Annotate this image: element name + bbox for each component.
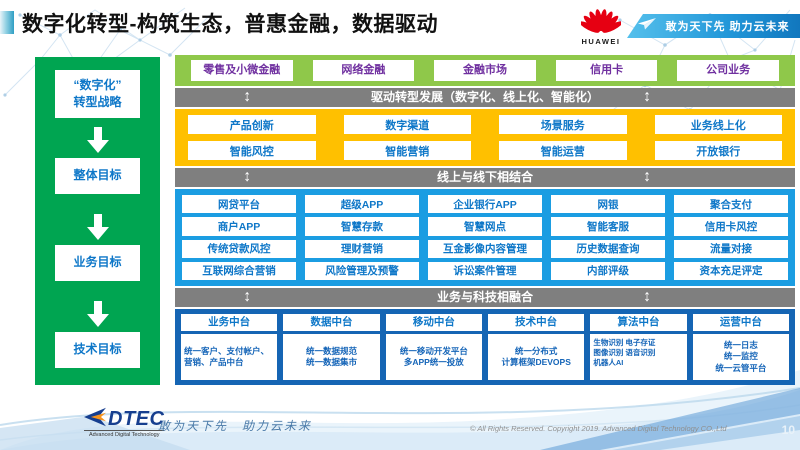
platform-box: 理财营销 [305,239,419,258]
middle-platform-title: 业务中台 [181,314,278,331]
platform-box: 信用卡风控 [674,217,788,236]
capability-box: 智能营销 [343,141,471,160]
middle-platform-column: 业务中台 统一客户、支付帐户、营销、产品中台 [181,314,278,380]
platform-box: 超级APP [305,195,419,214]
copyright-text: © All Rights Reserved. Copyright 2019. A… [470,424,727,433]
strategy-box-business-goal: 业务目标 [55,245,140,281]
strategy-box-tech-goal: 技术目标 [55,332,140,368]
platform-box: 风险管理及预警 [305,261,419,280]
business-line-box: 网络金融 [312,60,415,81]
middle-platform-detail: 生物识别 电子存证 图像识别 语音识别 机器人AI [590,334,687,380]
dtec-arrow-icon [84,407,106,432]
strategy-box-overall-goal: 整体目标 [55,158,140,194]
banner-slogan-text: 敢为天下先 助力云未来 [665,21,790,33]
middle-platform-title: 移动中台 [385,314,482,331]
platform-box: 企业银行APP [428,195,542,214]
platform-box: 智能客服 [551,217,665,236]
band-online-offline-label: 线上与线下相结合 [436,170,533,184]
dtec-subtitle: Advanced Digital Technology [84,430,165,438]
business-line-box: 公司业务 [677,60,779,81]
business-line-box: 信用卡 [555,60,658,81]
middle-platform-column: 运营中台 统一日志 统一监控 统一云管平台 [692,314,789,380]
middle-platform-title: 算法中台 [590,314,687,331]
platform-box: 智慧网点 [428,217,542,236]
middle-platform-column: 移动中台 统一移动开发平台 多APP统一投放 [385,314,482,380]
dtec-wordmark: DTEC [108,408,165,430]
business-line-box: 金融市场 [434,60,536,81]
capability-box: 智能风控 [188,141,316,160]
platform-box: 流量对接 [674,239,788,258]
middle-platform-column: 技术中台 统一分布式 计算框架DEVOPS [488,314,585,380]
strategy-box-digital: “数字化” 转型战略 [55,70,140,118]
platforms-section: 网贷平台 超级APP 企业银行APP 网银 聚合支付 商户APP 智慧存款 智慧… [175,189,795,286]
middle-platform-column: 算法中台 生物识别 电子存证 图像识别 语音识别 机器人AI [590,314,687,380]
huawei-wordmark: HUAWEI [581,37,621,46]
platform-box: 智慧存款 [305,217,419,236]
footer-slogan: 敢为天下先 助力云未来 [158,419,313,433]
platform-box: 资本充足评定 [674,261,788,280]
title-accent-bar [0,11,14,34]
capability-box: 数字渠道 [343,115,471,134]
business-lines-band: 零售及小微金融 网络金融 金融市场 信用卡 公司业务 [175,55,795,86]
platform-box: 传统贷款风控 [182,239,296,258]
platform-box: 诉讼案件管理 [428,261,542,280]
updown-arrow-icon: ↕ [643,88,652,105]
middle-platform-detail: 统一数据规范 统一数据集市 [283,334,380,380]
band-drive-label: 驱动转型发展（数字化、线上化、智能化） [370,90,599,104]
down-arrow-icon [86,214,109,240]
capability-box: 智能运营 [499,141,627,160]
down-arrow-icon [86,127,109,153]
dtec-logo: DTEC Advanced Digital Technology [84,407,165,438]
platform-box: 商户APP [182,217,296,236]
platform-box: 网银 [551,195,665,214]
capability-box: 开放银行 [654,141,782,160]
updown-arrow-icon: ↕ [243,168,252,185]
middle-platform-title: 数据中台 [283,314,380,331]
platform-box: 历史数据查询 [551,239,665,258]
updown-arrow-icon: ↕ [243,288,252,305]
middle-platform-detail: 统一移动开发平台 多APP统一投放 [385,334,482,380]
page-number: 10 [781,423,795,437]
middle-platform-detail: 统一客户、支付帐户、营销、产品中台 [181,334,278,380]
updown-arrow-icon: ↕ [643,288,652,305]
middle-platform-column: 数据中台 统一数据规范 统一数据集市 [283,314,380,380]
strategy-panel: “数字化” 转型战略 整体目标 业务目标 技术目标 [35,57,160,385]
capability-box: 业务线上化 [654,115,782,134]
updown-arrow-icon: ↕ [643,168,652,185]
band-online-offline: ↕ 线上与线下相结合 ↕ [175,168,795,187]
band-drive-transformation: ↕ 驱动转型发展（数字化、线上化、智能化） ↕ [175,88,795,107]
business-line-box: 零售及小微金融 [191,60,293,81]
band-tech-fusion-label: 业务与科技相融合 [436,290,533,304]
platform-box: 互金影像内容管理 [428,239,542,258]
huawei-flower-icon [579,9,623,37]
middle-platform-detail: 统一日志 统一监控 统一云管平台 [692,334,789,380]
middle-platforms-section: 业务中台 统一客户、支付帐户、营销、产品中台 数据中台 统一数据规范 统一数据集… [175,309,795,385]
page-title: 数字化转型-构筑生态，普惠金融，数据驱动 [22,13,438,36]
capability-box: 场景服务 [499,115,627,134]
capability-box: 产品创新 [188,115,316,134]
capabilities-section: 产品创新 数字渠道 场景服务 业务线上化 智能风控 智能营销 智能运营 开放银行 [175,109,795,166]
middle-platform-title: 运营中台 [692,314,789,331]
platform-box: 网贷平台 [182,195,296,214]
platform-box: 聚合支付 [674,195,788,214]
middle-platform-title: 技术中台 [488,314,585,331]
down-arrow-icon [86,301,109,327]
paper-plane-icon [637,17,657,36]
middle-platform-detail: 统一分布式 计算框架DEVOPS [488,334,585,380]
platform-box: 内部评级 [551,261,665,280]
updown-arrow-icon: ↕ [243,88,252,105]
slogan-banner: 敢为天下先 助力云未来 [627,14,800,38]
platform-box: 互联网综合营销 [182,261,296,280]
huawei-logo: HUAWEI [577,3,625,46]
band-tech-fusion: ↕ 业务与科技相融合 ↕ [175,288,795,307]
